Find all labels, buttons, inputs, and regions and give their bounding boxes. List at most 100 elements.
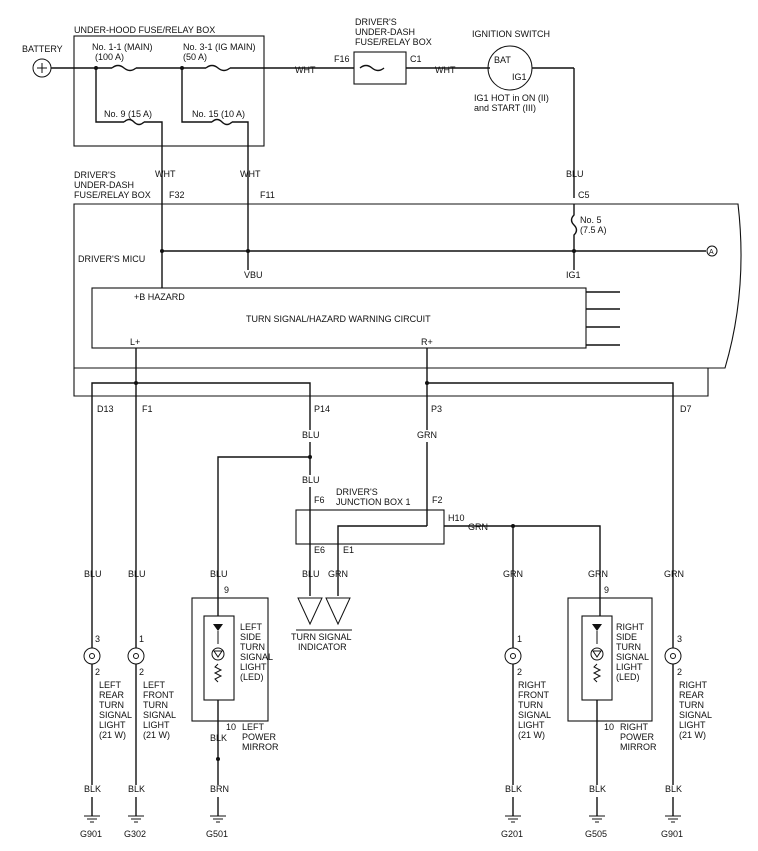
lm-led-1: SIDE bbox=[240, 632, 261, 642]
micu-l-plus: L+ bbox=[130, 337, 140, 347]
pin-c1: C1 bbox=[410, 54, 422, 64]
left-rear-bulb-icon bbox=[83, 647, 101, 665]
ground-g505: G505 bbox=[585, 829, 607, 839]
lm-mirror-1: POWER bbox=[242, 732, 277, 742]
right-mirror-box bbox=[567, 597, 653, 722]
top-feed-wires bbox=[51, 64, 354, 198]
rf-pin-top: 1 bbox=[517, 634, 522, 644]
ground-g501: G501 bbox=[206, 829, 228, 839]
wire-blk-lr: BLK bbox=[84, 784, 101, 794]
rr-label-4: LIGHT bbox=[679, 720, 706, 730]
dash-top-title-1: DRIVER'S bbox=[355, 17, 397, 27]
wire-wht-3: WHT bbox=[295, 65, 316, 75]
micu-output-lines bbox=[586, 291, 620, 346]
indicator-label-2: INDICATOR bbox=[298, 642, 347, 652]
left-led-icon bbox=[211, 624, 225, 683]
ignition-note-2: and START (III) bbox=[474, 103, 536, 113]
pin-f32: F32 bbox=[169, 190, 185, 200]
fuse-ig-main-name: No. 3-1 (IG MAIN) bbox=[183, 42, 256, 52]
left-mirror-box bbox=[191, 597, 269, 722]
pin-f11: F11 bbox=[260, 190, 275, 200]
rr-label-1: REAR bbox=[679, 690, 705, 700]
lf-label-1: FRONT bbox=[143, 690, 174, 700]
lr-pin-bot: 2 bbox=[95, 667, 100, 677]
pin-f16: F16 bbox=[334, 54, 350, 64]
rf-label-1: FRONT bbox=[518, 690, 549, 700]
dash-main-title-2: UNDER-DASH bbox=[74, 180, 134, 190]
fuse-f16-c1-symbol bbox=[359, 64, 385, 72]
fuse-main-rating: (100 A) bbox=[95, 52, 124, 62]
lf-pin-bot: 2 bbox=[139, 667, 144, 677]
lm-pin-bot: 10 bbox=[226, 722, 236, 732]
fuse-main-name: No. 1-1 (MAIN) bbox=[92, 42, 153, 52]
pin-p3: P3 bbox=[431, 404, 442, 414]
lm-led-5: (LED) bbox=[240, 672, 264, 682]
wire-grn-ind: GRN bbox=[328, 569, 348, 579]
lm-led-4: LIGHT bbox=[240, 662, 267, 672]
lm-led-0: LEFT bbox=[240, 622, 263, 632]
ground-g901-right: G901 bbox=[661, 829, 683, 839]
rf-label-2: TURN bbox=[518, 700, 543, 710]
micu-title: DRIVER'S MICU bbox=[78, 254, 145, 264]
rm-led-5: (LED) bbox=[616, 672, 640, 682]
rf-label-5: (21 W) bbox=[518, 730, 545, 740]
wire-grn-rr: GRN bbox=[664, 569, 684, 579]
lf-label-0: LEFT bbox=[143, 680, 166, 690]
wire-blk-lf: BLK bbox=[128, 784, 145, 794]
wire-brn-lm: BRN bbox=[210, 784, 229, 794]
lr-label-5: (21 W) bbox=[99, 730, 126, 740]
rr-pin-top: 3 bbox=[677, 634, 682, 644]
wire-blk-rr: BLK bbox=[665, 784, 682, 794]
lf-label-4: LIGHT bbox=[143, 720, 170, 730]
ground-g201: G201 bbox=[501, 829, 523, 839]
wire-blu-ig: BLU bbox=[566, 169, 584, 179]
pin-e1: E1 bbox=[343, 545, 354, 555]
rr-label-3: SIGNAL bbox=[679, 710, 712, 720]
rm-led-0: RIGHT bbox=[616, 622, 645, 632]
wire-blu-p14: BLU bbox=[302, 430, 320, 440]
wire-blk-rm: BLK bbox=[589, 784, 606, 794]
rm-led-2: TURN bbox=[616, 642, 641, 652]
pin-d13: D13 bbox=[97, 404, 114, 414]
underhood-fuse-box bbox=[73, 35, 265, 147]
wire-wht-2: WHT bbox=[240, 169, 261, 179]
lr-pin-top: 3 bbox=[95, 634, 100, 644]
fuse-5-rating: (7.5 A) bbox=[580, 225, 607, 235]
rr-label-0: RIGHT bbox=[679, 680, 708, 690]
rm-mirror-0: RIGHT bbox=[620, 722, 649, 732]
rm-mirror-1: POWER bbox=[620, 732, 655, 742]
wire-blu-lr: BLU bbox=[84, 569, 102, 579]
lr-label-1: REAR bbox=[99, 690, 125, 700]
pin-f1: F1 bbox=[142, 404, 153, 414]
rm-led-3: SIGNAL bbox=[616, 652, 649, 662]
right-led-icon bbox=[590, 624, 604, 683]
output-buses bbox=[91, 348, 674, 598]
pin-c5: C5 bbox=[578, 190, 590, 200]
rf-label-3: SIGNAL bbox=[518, 710, 551, 720]
wire-blu-f6: BLU bbox=[302, 475, 320, 485]
junction-title-1: DRIVER'S bbox=[336, 487, 378, 497]
micu-ig1: IG1 bbox=[566, 270, 581, 280]
dash-top-title-2: UNDER-DASH bbox=[355, 27, 415, 37]
wire-grn-p3: GRN bbox=[417, 430, 437, 440]
ground-g302: G302 bbox=[124, 829, 146, 839]
wire-blu-ind: BLU bbox=[302, 569, 320, 579]
indicator-label-1: TURN SIGNAL bbox=[291, 632, 352, 642]
underhood-box-title: UNDER-HOOD FUSE/RELAY BOX bbox=[74, 25, 215, 35]
dash-main-title-3: FUSE/RELAY BOX bbox=[74, 190, 151, 200]
fuse-9-symbol bbox=[123, 118, 145, 126]
pin-f6: F6 bbox=[314, 495, 325, 505]
rf-pin-bot: 2 bbox=[517, 667, 522, 677]
left-led-box bbox=[203, 615, 235, 701]
pin-h10: H10 bbox=[448, 513, 465, 523]
rm-pin-bot: 10 bbox=[604, 722, 614, 732]
wire-blu-lf: BLU bbox=[128, 569, 146, 579]
fuse-9-label: No. 9 (15 A) bbox=[104, 109, 152, 119]
turn-signal-indicator-icon bbox=[296, 597, 352, 631]
wire-grn-h10: GRN bbox=[468, 522, 488, 532]
ignition-switch-icon bbox=[487, 45, 533, 91]
rm-led-1: SIDE bbox=[616, 632, 637, 642]
ignition-title: IGNITION SWITCH bbox=[472, 29, 550, 39]
circuit-label: TURN SIGNAL/HAZARD WARNING CIRCUIT bbox=[246, 314, 431, 324]
